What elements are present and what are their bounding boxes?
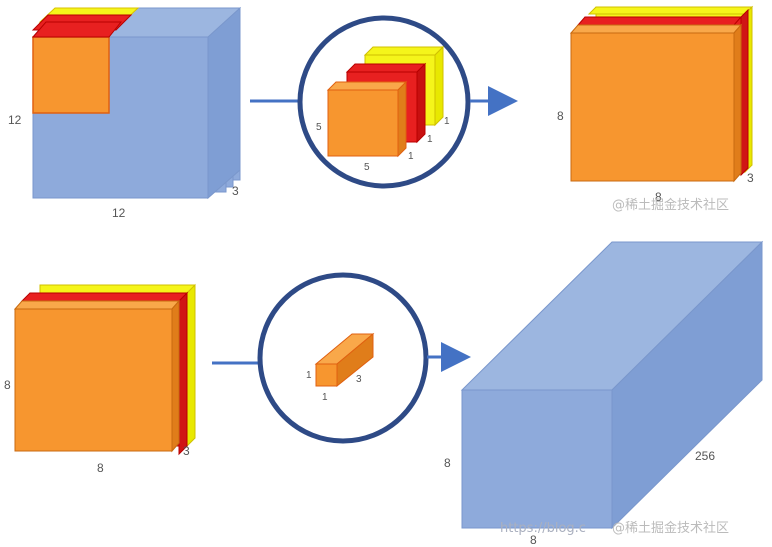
bottom-kernel-height-label: 1 [306, 370, 312, 381]
top-kernel-height-label: 5 [316, 122, 322, 133]
bottom-input-width-label: 8 [97, 461, 104, 475]
bottom-input-volume [13, 283, 196, 456]
top-kernel-width-label: 5 [364, 162, 370, 173]
watermark-top: @稀土掘金技术社区 [612, 197, 729, 213]
top-output-depth-label: 3 [747, 171, 754, 185]
bottom-kernel-depth-label: 3 [356, 374, 362, 385]
bottom-input-depth-label: 3 [183, 444, 190, 458]
top-output-width-label: 8 [655, 190, 662, 204]
top-kernel-circle [297, 15, 471, 189]
top-output-height-label: 8 [557, 109, 564, 123]
top-kernel-depth-label-2: 1 [427, 134, 433, 145]
top-output-volume [569, 5, 754, 183]
bottom-output-depth-label: 256 [695, 449, 715, 463]
top-input-height-label: 12 [8, 113, 22, 127]
bottom-output-height-label: 8 [444, 456, 451, 470]
bottom-kernel-circle [257, 272, 429, 444]
watermark-bottom-url: https://blog.c [500, 521, 586, 536]
watermark-bottom: @稀土掘金技术社区 [612, 520, 729, 536]
top-input-depth-label: 3 [232, 184, 239, 198]
bottom-output-volume [460, 240, 764, 530]
bottom-input-height-label: 8 [4, 378, 11, 392]
top-input-width-label: 12 [112, 206, 126, 220]
bottom-output-width-label: 8 [530, 533, 537, 547]
top-input-receptive-field [31, 7, 140, 114]
top-kernel-depth-label-3: 1 [444, 116, 450, 127]
bottom-kernel-width-label: 1 [322, 392, 328, 403]
top-kernel-depth-label-1: 1 [408, 151, 414, 162]
